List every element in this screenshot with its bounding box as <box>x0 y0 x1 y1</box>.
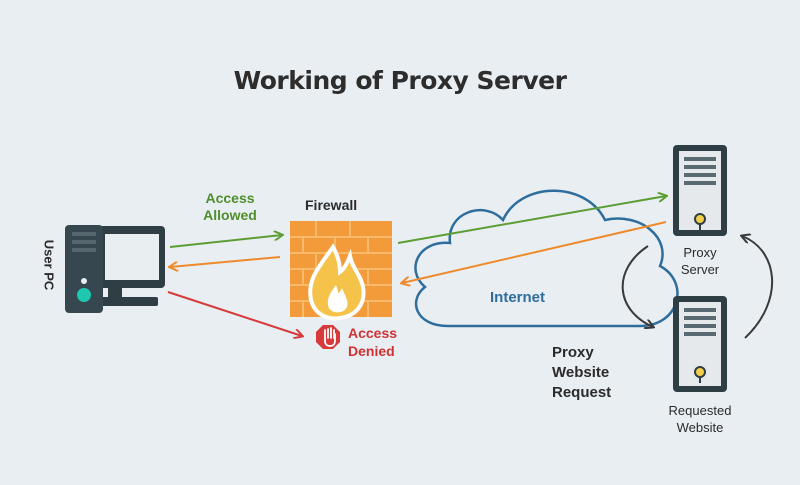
internet-label: Internet <box>490 289 546 306</box>
access-allowed-label: Access Allowed <box>203 190 257 223</box>
computer-icon <box>65 225 165 313</box>
stop-icon <box>316 325 340 349</box>
access-denied-arrow <box>167 291 302 336</box>
diagram-title: Working of Proxy Server <box>233 66 567 95</box>
user-pc-label: User PC <box>41 239 57 291</box>
request-to-proxy-arrow <box>397 196 666 244</box>
proxy-to-website-arrow <box>621 245 653 327</box>
proxy-website-request-label: Proxy Website Request <box>552 344 612 401</box>
proxy-server-icon <box>673 145 727 236</box>
requested-website-server-icon <box>673 296 727 392</box>
firewall-label: Firewall <box>305 197 358 213</box>
cloud-icon <box>414 189 679 328</box>
requested-website-label: Requested Website <box>668 403 732 435</box>
access-denied-label: Access Denied <box>348 325 398 359</box>
firewall-icon <box>290 221 392 321</box>
website-to-proxy-arrow <box>742 236 774 339</box>
response-to-firewall-arrow <box>402 221 667 283</box>
response-arrow-to-pc <box>170 256 281 267</box>
proxy-server-label: Proxy Server <box>680 245 720 277</box>
access-allowed-arrow <box>169 235 282 248</box>
